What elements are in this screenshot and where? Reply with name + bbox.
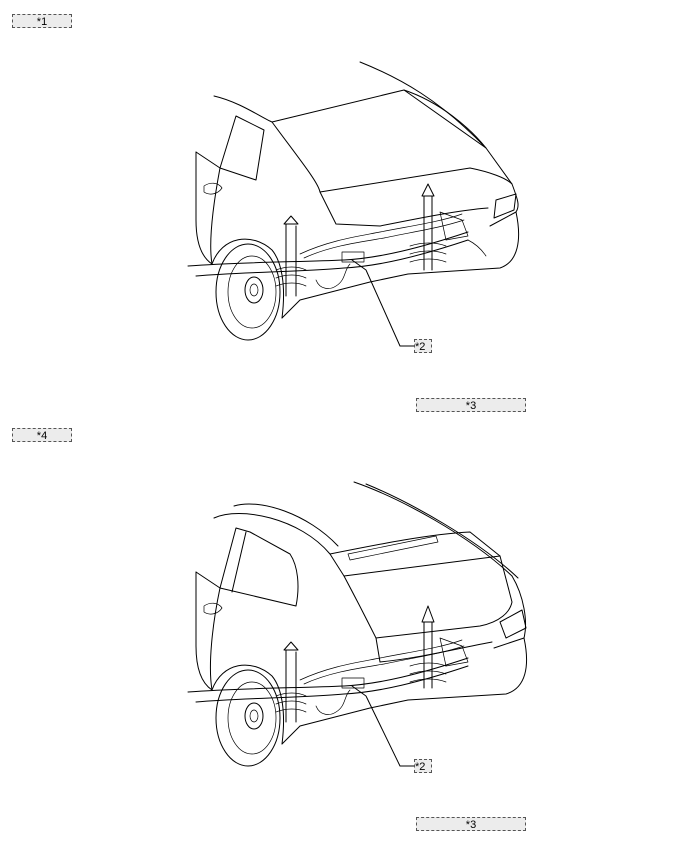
view-label: *4 [12, 428, 72, 442]
rear-wheel-hub [244, 276, 264, 304]
rear-wheel-center [249, 709, 259, 723]
harness-2 [303, 645, 465, 685]
rear-window-bottom [319, 167, 513, 193]
ecu-box [341, 251, 365, 263]
spoiler-light [347, 535, 439, 561]
ecu-box [341, 677, 365, 689]
shock-left-top [283, 641, 299, 651]
handle [203, 602, 223, 615]
quarter-panel [210, 167, 221, 265]
spoiler [329, 531, 501, 577]
side-window [219, 115, 265, 181]
harness-2 [303, 219, 465, 259]
exhaust [467, 239, 487, 257]
sensor-wire [315, 263, 351, 289]
coil-right [409, 242, 447, 263]
rear-wheel-tire [215, 669, 281, 767]
shock-right-top [421, 605, 435, 623]
shock-right-rod [423, 195, 433, 271]
coil-left [275, 266, 307, 287]
rear-wheel-center [249, 283, 259, 297]
c-pillar [195, 571, 221, 589]
bracket-right [439, 637, 469, 667]
hatch-side [493, 575, 526, 649]
rear-wheel-hub [244, 702, 264, 730]
shock-right-top [421, 183, 435, 197]
roof-rail-outer [213, 513, 331, 555]
door-line [195, 571, 213, 691]
harness-1 [299, 639, 463, 681]
shock-left-rod [285, 223, 297, 297]
shock-left-top [283, 215, 299, 225]
roof-edge [359, 61, 487, 149]
rear-bumper [281, 637, 527, 745]
leader-line-2 [351, 685, 415, 767]
axle-beam [187, 657, 469, 693]
callout-3: *3 [416, 817, 526, 831]
tail-light-right [493, 193, 517, 219]
handle [203, 182, 223, 195]
hatch-window [343, 555, 513, 639]
pillar [231, 531, 247, 593]
roof-rail-inner [233, 503, 339, 547]
tail-light-right [499, 609, 527, 639]
axle-beam-lower [195, 239, 469, 277]
wheel-arch [211, 664, 285, 745]
door-line [195, 151, 213, 265]
side-window [219, 527, 299, 607]
wheel-arch [211, 238, 285, 319]
rear-wheel-tire [215, 243, 281, 341]
axle-beam-lower [195, 665, 469, 703]
hatchback-rear-suspension-diagram [187, 481, 527, 767]
harness-1 [299, 213, 463, 255]
sensor-wire [315, 689, 351, 715]
leader-line-2 [351, 259, 415, 347]
bracket-right [439, 211, 469, 241]
quarter-panel [209, 587, 221, 691]
c-pillar [195, 151, 221, 169]
coil-left [275, 692, 307, 713]
trunk-lid [319, 191, 489, 227]
hatch-lower [375, 637, 493, 663]
coil-right [409, 662, 447, 683]
rear-wheel-rim [227, 681, 277, 755]
rear-window-top [271, 121, 321, 193]
sedan-rear-suspension-diagram [187, 61, 520, 347]
callout-2: *2 [414, 339, 432, 353]
rear-bumper [281, 211, 520, 319]
rear-wheel-rim [227, 255, 277, 329]
axle-beam [187, 231, 469, 267]
view-label: *1 [12, 14, 72, 28]
callout-3: *3 [416, 398, 526, 412]
trunk-edge [489, 183, 519, 227]
shock-left-rod [285, 649, 297, 723]
callout-2: *2 [414, 759, 432, 773]
roof-rear [353, 481, 513, 577]
